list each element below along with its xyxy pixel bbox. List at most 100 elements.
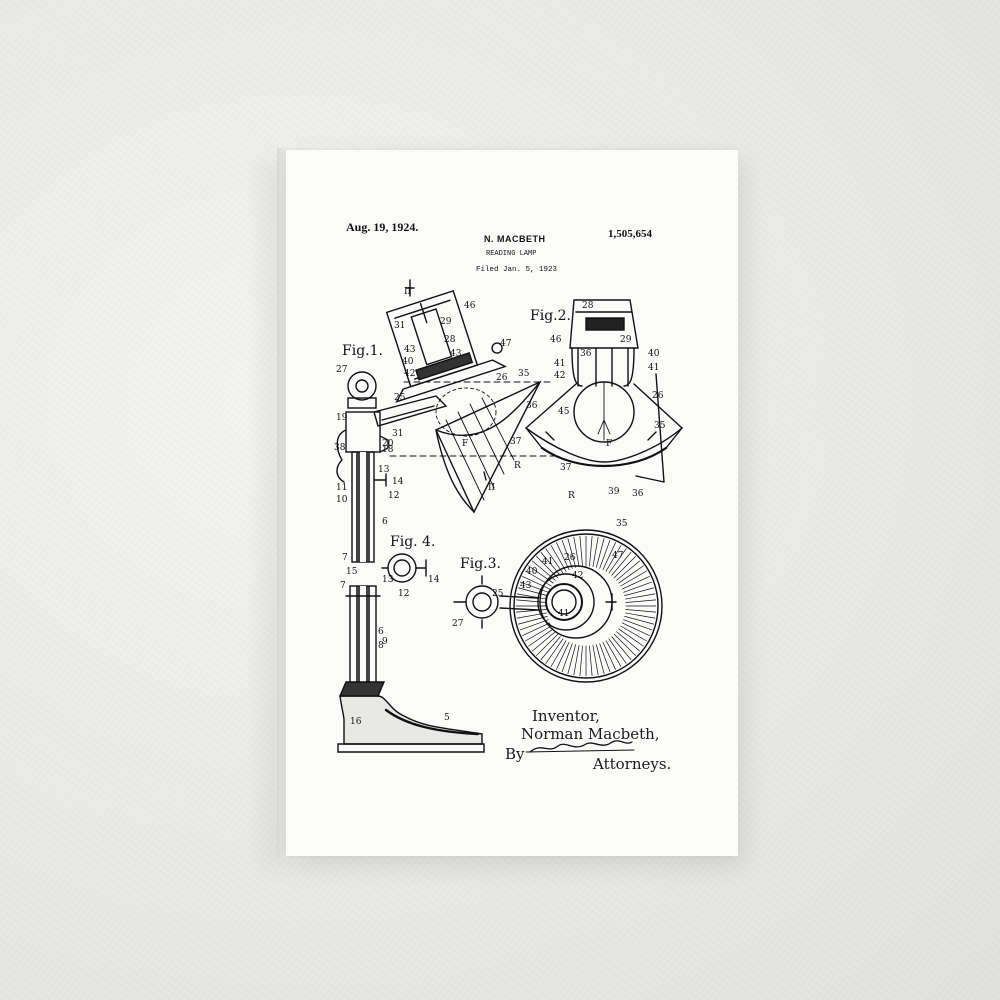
svg-text:40: 40 (648, 349, 660, 359)
svg-text:28: 28 (582, 301, 594, 311)
svg-text:40: 40 (402, 357, 414, 367)
reflector-ray (618, 565, 644, 584)
svg-text:36: 36 (526, 401, 538, 411)
reflector-ray (616, 560, 640, 581)
reflector-ray (621, 622, 650, 636)
reflector-ray (625, 612, 656, 619)
svg-text:35: 35 (518, 369, 530, 379)
reflector-ray (567, 644, 576, 674)
reflector-ray (573, 645, 580, 676)
svg-text:39: 39 (608, 487, 620, 497)
svg-text:41: 41 (542, 557, 553, 567)
signature-inventor-label: Inventor, (532, 707, 600, 725)
svg-text:13: 13 (378, 465, 390, 475)
reflector-ray (525, 625, 552, 642)
reflector-ray (613, 556, 636, 579)
reflector-ray (625, 599, 657, 603)
svg-text:8: 8 (378, 641, 384, 651)
reflector-ray (592, 645, 599, 676)
reflector-ray (623, 581, 653, 593)
reflector-ray (556, 542, 570, 571)
svg-text:II: II (488, 483, 496, 493)
fig4-label: Fig. 4. (390, 534, 435, 550)
svg-text:13: 13 (382, 575, 394, 585)
reflector-ray (516, 612, 547, 619)
svg-text:18: 18 (382, 445, 394, 455)
reflector-ray (616, 631, 640, 652)
reflector-ray (620, 570, 647, 587)
signature-attorneys: Attorneys. (593, 755, 672, 773)
reflector-ray (540, 552, 561, 576)
reflector-ray (516, 593, 547, 600)
reflector-ray (556, 641, 570, 670)
fig1-label: Fig.1. (342, 343, 383, 359)
svg-text:47: 47 (612, 551, 624, 561)
reflector-ray (596, 538, 605, 568)
svg-text:43: 43 (450, 349, 462, 359)
svg-text:41: 41 (648, 363, 659, 373)
reflector-ray (545, 638, 564, 664)
fig2-label: Fig.2. (530, 308, 571, 324)
svg-text:42: 42 (572, 571, 583, 581)
svg-text:29: 29 (620, 335, 632, 345)
reflector-ray (515, 599, 547, 603)
reflector-ray (528, 565, 554, 584)
svg-text:6: 6 (382, 517, 388, 527)
svg-text:7: 7 (340, 581, 346, 591)
svg-text:28: 28 (444, 335, 456, 345)
reflector-ray (589, 645, 593, 677)
reflector-ray (621, 576, 650, 590)
svg-text:5: 5 (444, 713, 450, 723)
reflector-ray (599, 539, 611, 569)
reflector-ray (525, 570, 552, 587)
svg-text:26: 26 (564, 553, 576, 563)
svg-text:14: 14 (392, 477, 404, 487)
reflector-ray (618, 628, 644, 647)
fig4-collar-drawing (381, 553, 427, 583)
canvas-side-edge (277, 148, 287, 858)
patent-filed-date: Filed Jan. 5, 1923 (476, 266, 558, 274)
reflector-ray (608, 548, 627, 574)
svg-text:31: 31 (394, 321, 405, 331)
svg-text:R: R (568, 491, 575, 501)
svg-text:12: 12 (398, 589, 409, 599)
reflector-ray (602, 641, 616, 670)
svg-text:42: 42 (404, 369, 415, 379)
svg-text:26: 26 (652, 391, 664, 401)
reflector-ray (550, 545, 567, 572)
reflector-ray (589, 535, 593, 567)
reflector-ray (611, 636, 632, 660)
svg-text:16: 16 (350, 717, 362, 727)
reflector-ray (536, 556, 559, 579)
reflector-ray (536, 633, 559, 656)
svg-text:47: 47 (500, 339, 512, 349)
reflector-ray (550, 640, 567, 667)
patent-inventor-header: N. MACBETH (484, 234, 546, 244)
patent-date: Aug. 19, 1924. (346, 220, 419, 234)
reflector-ray (613, 633, 636, 656)
svg-text:43: 43 (404, 345, 416, 355)
svg-text:43: 43 (520, 581, 532, 591)
reflector-ray (592, 536, 599, 567)
svg-text:F: F (462, 439, 468, 449)
svg-text:14: 14 (428, 575, 440, 585)
svg-text:37: 37 (510, 437, 522, 447)
svg-text:II: II (404, 287, 412, 297)
svg-text:36: 36 (580, 349, 592, 359)
reflector-ray (625, 609, 657, 613)
patent-title: READING LAMP (486, 250, 537, 258)
reflector-ray (567, 538, 576, 568)
reflector-ray (605, 640, 622, 667)
svg-text:9: 9 (382, 637, 388, 647)
svg-text:25: 25 (492, 589, 504, 599)
svg-text:7: 7 (342, 553, 348, 563)
patent-canvas-print: Aug. 19, 1924. N. MACBETH READING LAMP F… (286, 150, 738, 856)
svg-text:F: F (606, 439, 612, 449)
signature-by: By (505, 745, 525, 763)
reflector-ray (602, 542, 616, 571)
svg-text:27: 27 (336, 365, 348, 375)
svg-text:41: 41 (554, 359, 565, 369)
reflector-ray (519, 581, 549, 593)
